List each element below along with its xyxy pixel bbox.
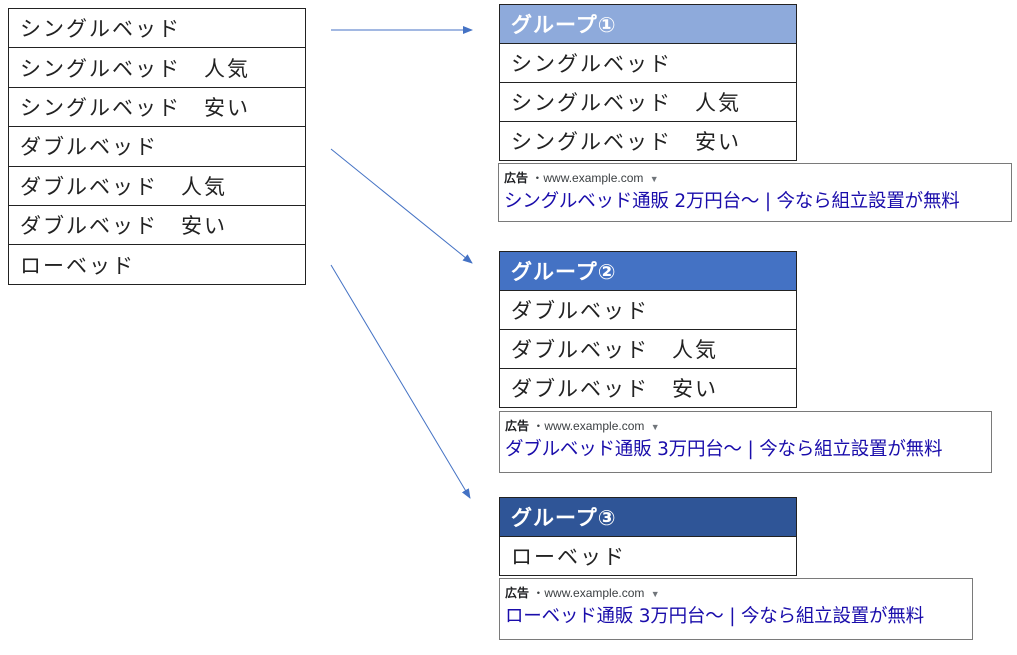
ad-group-3: グループ③ ローベッド	[499, 497, 797, 576]
group-keyword-row: ダブルベッド 安い	[499, 368, 797, 408]
keyword-cell: シングルベッド 安い	[8, 86, 306, 128]
ad-group-2: グループ② ダブルベッド ダブルベッド 人気 ダブルベッド 安い	[499, 251, 797, 408]
group-keyword-cell: ローベッド	[499, 536, 797, 576]
keyword-cell: シングルベッド 人気	[8, 47, 306, 88]
arrow-to-group-3	[330, 264, 471, 499]
keyword-row: ダブルベッド 人気	[8, 165, 306, 206]
ad-meta: 広告 ・www.example.com ▼	[504, 170, 1011, 187]
group-title: グループ①	[499, 4, 797, 44]
keyword-cell: ダブルベッド	[8, 126, 306, 167]
group-keyword-cell: シングルベッド 人気	[499, 82, 797, 122]
group-keyword-row: シングルベッド	[499, 43, 797, 83]
group-header-row: グループ②	[499, 251, 797, 291]
ad-display-url: ・www.example.com	[531, 171, 644, 185]
search-ad-preview: 広告 ・www.example.com ▼ ダブルベッド通販 3万円台～ | 今…	[499, 411, 992, 473]
keyword-row: シングルベッド 安い	[8, 86, 306, 128]
ad-headline-link[interactable]: ダブルベッド通販 3万円台～ | 今なら組立設置が無料	[505, 439, 943, 460]
ad-headline-link[interactable]: シングルベッド通販 2万円台～ | 今なら組立設置が無料	[504, 191, 960, 212]
keyword-row: ダブルベッド 安い	[8, 204, 306, 246]
ad-headline-link[interactable]: ローベッド通販 3万円台～ | 今なら組立設置が無料	[505, 606, 924, 627]
ad-label: 広告	[504, 171, 529, 185]
ad-label: 広告	[505, 419, 530, 433]
keyword-row: シングルベッド 人気	[8, 47, 306, 88]
ad-display-url: ・www.example.com	[532, 419, 645, 433]
ad-meta: 広告 ・www.example.com ▼	[505, 418, 991, 435]
group-keyword-cell: シングルベッド 安い	[499, 121, 797, 161]
group-keyword-row: ダブルベッド 人気	[499, 329, 797, 369]
group-keyword-cell: ダブルベッド	[499, 290, 797, 330]
dropdown-caret-icon[interactable]: ▼	[649, 174, 659, 184]
group-header-row: グループ①	[499, 4, 797, 44]
group-keyword-cell: ダブルベッド 安い	[499, 368, 797, 408]
keyword-cell: シングルベッド	[8, 7, 306, 49]
keyword-cell: ダブルベッド 安い	[8, 204, 306, 246]
group-header-row: グループ③	[499, 497, 797, 537]
ad-label: 広告	[505, 586, 530, 600]
keyword-cell: ローベッド	[8, 244, 306, 285]
group-keyword-cell: ダブルベッド 人気	[499, 329, 797, 369]
group-keyword-row: シングルベッド 安い	[499, 121, 797, 161]
search-ad-preview: 広告 ・www.example.com ▼ シングルベッド通販 2万円台～ | …	[498, 163, 1012, 222]
dropdown-caret-icon[interactable]: ▼	[650, 422, 660, 432]
group-keyword-cell: シングルベッド	[499, 43, 797, 83]
group-title: グループ②	[499, 251, 797, 291]
dropdown-caret-icon[interactable]: ▼	[650, 589, 660, 599]
ad-meta: 広告 ・www.example.com ▼	[505, 585, 972, 602]
keyword-row: シングルベッド	[8, 7, 306, 49]
arrow-to-group-2	[330, 148, 473, 264]
ad-group-1: グループ① シングルベッド シングルベッド 人気 シングルベッド 安い	[499, 4, 797, 161]
group-keyword-row: シングルベッド 人気	[499, 82, 797, 122]
group-title: グループ③	[499, 497, 797, 537]
group-keyword-row: ローベッド	[499, 536, 797, 576]
keyword-row: ローベッド	[8, 244, 306, 285]
search-ad-preview: 広告 ・www.example.com ▼ ローベッド通販 3万円台～ | 今な…	[499, 578, 973, 640]
keyword-row: ダブルベッド	[8, 126, 306, 167]
group-keyword-row: ダブルベッド	[499, 290, 797, 330]
keyword-cell: ダブルベッド 人気	[8, 165, 306, 206]
ad-display-url: ・www.example.com	[532, 586, 645, 600]
keyword-list: シングルベッド シングルベッド 人気 シングルベッド 安い ダブルベッド ダブル…	[8, 7, 306, 285]
